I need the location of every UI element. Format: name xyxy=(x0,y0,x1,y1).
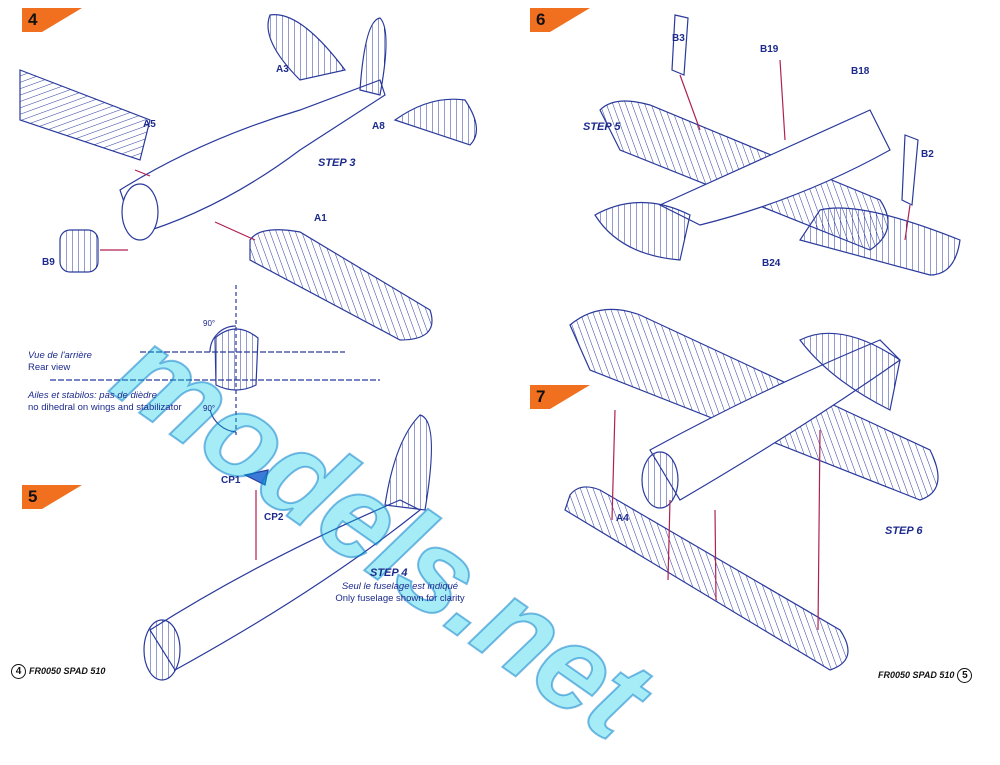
part-b19: B19 xyxy=(760,44,779,55)
part-a4: A4 xyxy=(616,513,629,524)
step-badge-7: 7 xyxy=(530,385,590,409)
step-number: 4 xyxy=(28,10,38,29)
step3-wing-a1 xyxy=(249,229,433,341)
step3-wing-a5 xyxy=(19,69,151,161)
step3-fin xyxy=(359,17,387,96)
part-b24: B24 xyxy=(762,258,781,269)
rear-view-fr: Vue de l'arrière xyxy=(28,350,92,361)
assembly-drawings xyxy=(19,14,961,681)
step3-label: STEP 3 xyxy=(318,157,356,169)
part-cp2: CP2 xyxy=(264,512,284,523)
step3-fuselage xyxy=(119,79,386,236)
dihedral-note: Ailes et stabilos: pas de dièdre no dihe… xyxy=(28,390,182,414)
step6-lower-wing-a4 xyxy=(564,486,849,671)
part-cp1: CP1 xyxy=(221,475,241,486)
part-a1: A1 xyxy=(314,213,327,224)
angle-bottom: 90° xyxy=(203,404,216,413)
step3-cowl-b9 xyxy=(59,229,99,273)
step-number: 5 xyxy=(28,487,38,506)
step3-stab-a8 xyxy=(393,98,477,146)
step-badge-6: 6 xyxy=(530,8,590,32)
step3-stab-a3 xyxy=(267,14,347,81)
part-b9: B9 xyxy=(42,257,55,268)
footer-left-text: FR0050 SPAD 510 xyxy=(29,666,106,676)
dihedral-fr: Ailes et stabilos: pas de dièdre xyxy=(28,390,157,401)
step4-fuselage xyxy=(149,499,422,671)
step4-note-en: Only fuselage shown for clarity xyxy=(335,593,465,604)
part-a5: A5 xyxy=(143,119,156,130)
step-badge-5: 5 xyxy=(22,485,82,509)
step-number: 6 xyxy=(536,10,546,29)
page-number-left: 4 xyxy=(11,664,26,679)
footer-right-text: FR0050 SPAD 510 xyxy=(878,670,955,680)
part-a3: A3 xyxy=(276,64,289,75)
part-b2: B2 xyxy=(921,149,934,160)
step4-note: Seul le fuselage est indiqué Only fusela… xyxy=(335,581,465,605)
step6-label: STEP 6 xyxy=(885,525,923,537)
step5-label: STEP 5 xyxy=(583,121,621,133)
rear-view-note: Vue de l'arrière Rear view xyxy=(28,350,92,374)
angle-top: 90° xyxy=(203,319,216,328)
step4-label: STEP 4 xyxy=(370,567,408,579)
step-badge-4: 4 xyxy=(22,8,82,32)
part-b3: B3 xyxy=(672,33,685,44)
step4-note-fr: Seul le fuselage est indiqué xyxy=(341,581,459,592)
part-a8: A8 xyxy=(372,121,385,132)
part-b18: B18 xyxy=(851,66,870,77)
dihedral-en: no dihedral on wings and stabilizator xyxy=(28,402,182,413)
step5-fuselage xyxy=(658,109,891,226)
page-number-right: 5 xyxy=(957,668,973,683)
rear-view-en: Rear view xyxy=(28,362,71,373)
step-number: 7 xyxy=(536,387,546,406)
